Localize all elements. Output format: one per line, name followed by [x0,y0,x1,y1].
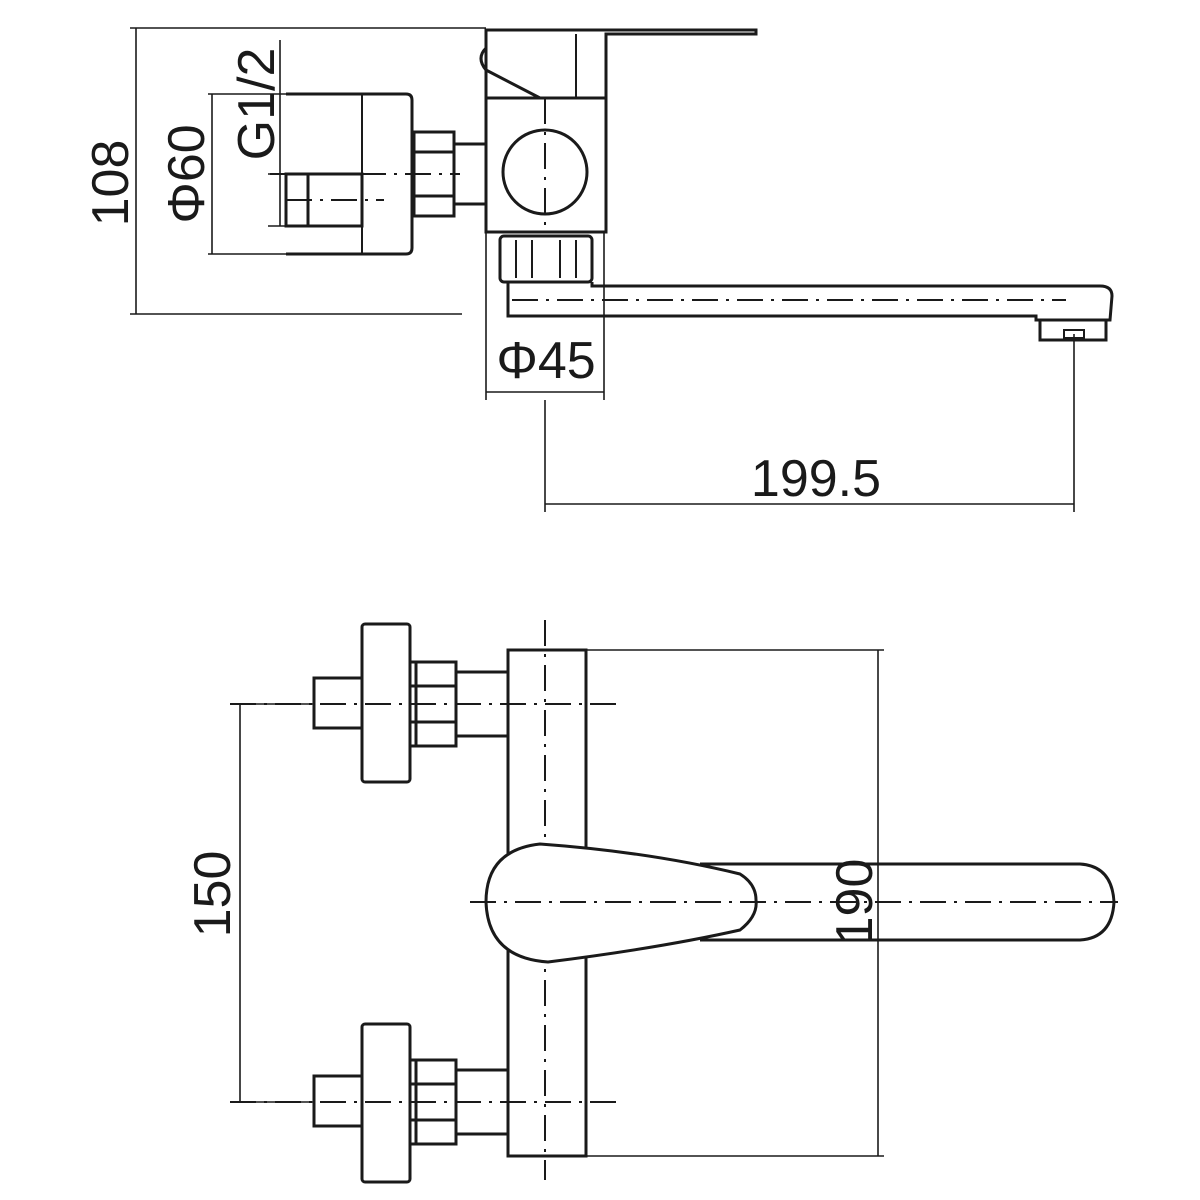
front-view: 150 190 [184,620,1118,1184]
side-spout [506,282,1114,322]
side-view: 108 Φ60 G1/2 Φ45 199.5 [82,27,1114,512]
dim-199-label: 199.5 [751,450,881,508]
side-lever-arm [479,46,541,100]
side-aerator [1038,318,1108,342]
dim-phi45-label: Φ45 [496,332,595,390]
dim-108-label: 108 [82,140,140,227]
front-lower-fitting [312,1074,364,1128]
side-swivel-collar [498,234,594,284]
front-upper-fitting [312,676,364,730]
side-hex-nut [412,130,456,218]
side-collar-knurl [515,240,577,278]
front-lower-inlet [230,1022,620,1184]
dim-190-label: 190 [826,859,884,946]
front-upper-inlet [230,622,620,784]
dim-phi60-label: Φ60 [158,124,216,223]
dim-150-label: 150 [184,851,242,938]
side-lever-plate [484,28,758,100]
dim-g12-label: G1/2 [228,48,286,161]
